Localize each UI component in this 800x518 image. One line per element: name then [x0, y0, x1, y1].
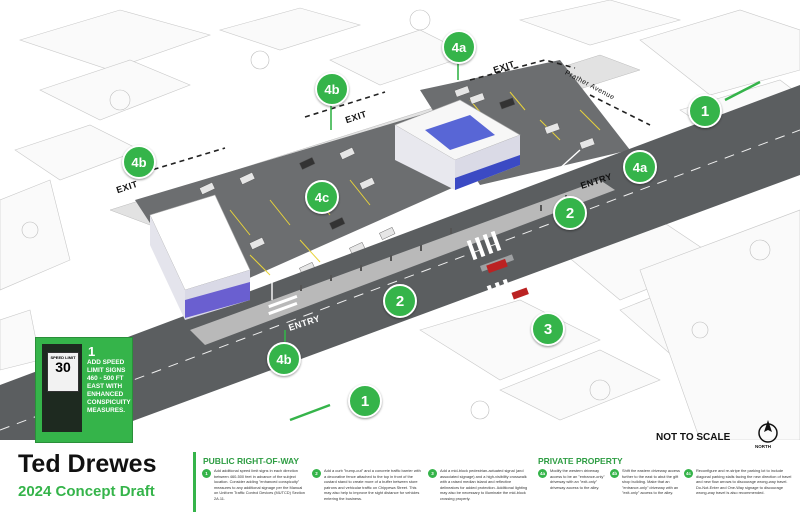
- public-note-1-badge: 1: [202, 469, 211, 478]
- north-arrow-icon: [758, 420, 778, 443]
- callout-2-east: 2: [553, 196, 587, 230]
- callout-4c: 4c: [305, 180, 339, 214]
- speed-inset-number: 1: [88, 344, 96, 359]
- callout-1-west: 1: [348, 384, 382, 418]
- page-title: Ted Drewes: [18, 450, 157, 478]
- speed-inset-text: ADD SPEED LIMIT SIGNS 460 - 500 FT EAST …: [87, 359, 131, 414]
- public-note-2-text: Add a curb "bump-out" and a concrete tra…: [324, 468, 421, 501]
- callout-4b-north: 4b: [315, 72, 349, 106]
- page-subtitle: 2024 Concept Draft: [18, 483, 155, 500]
- callout-1-east: 1: [688, 94, 722, 128]
- custard-stand-building: [149, 194, 251, 320]
- private-property-heading: PRIVATE PROPERTY: [538, 456, 623, 466]
- callout-4b-south: 4b: [267, 342, 301, 376]
- callout-4a-east: 4a: [623, 150, 657, 184]
- callout-3: 3: [531, 312, 565, 346]
- gift-shop-building: [394, 99, 521, 190]
- private-note-4a-badge: 4a: [538, 469, 547, 478]
- speed-sign-top-text: SPEED LIMIT: [50, 355, 76, 360]
- red-vehicle: [511, 287, 529, 300]
- public-note-3-badge: 3: [428, 469, 437, 478]
- callout-4a-north: 4a: [442, 30, 476, 64]
- entry-flow-arrows: [271, 149, 581, 300]
- speed-sign-value: 30: [55, 359, 71, 375]
- public-row-heading: PUBLIC RIGHT-OF-WAY: [203, 456, 300, 466]
- callout-4b-west: 4b: [122, 145, 156, 179]
- legend-divider: [193, 452, 196, 512]
- public-note-2-badge: 2: [312, 469, 321, 478]
- not-to-scale-label: NOT TO SCALE: [656, 432, 731, 443]
- crosswalk-left: [268, 294, 298, 316]
- private-note-4c-text: Reconfigure and re-stripe the parking lo…: [696, 468, 792, 495]
- callout-2-mid: 2: [383, 284, 417, 318]
- private-note-4b-badge: 4b: [610, 469, 619, 478]
- crosswalk-mid-block: [466, 230, 514, 306]
- private-note-4a-text: Modify the western driveway access to be…: [550, 468, 605, 490]
- parked-cars: [199, 85, 596, 275]
- public-note-1-text: Add additional speed limit signs in each…: [214, 468, 305, 501]
- private-note-4b-text: Shift the eastern driveway access furthe…: [622, 468, 680, 495]
- public-note-3-text: Add a mid-block pedestrian-actuated sign…: [440, 468, 528, 501]
- green-direction-arrows: [289, 80, 761, 422]
- red-vehicle: [486, 258, 508, 274]
- exit-flow-arrows: [144, 59, 651, 173]
- north-label: NORTH: [755, 444, 771, 449]
- site-plan-illustration: [0, 0, 800, 440]
- speed-limit-sign: SPEED LIMIT 30: [47, 352, 79, 392]
- private-note-4c-badge: 4c: [684, 469, 693, 478]
